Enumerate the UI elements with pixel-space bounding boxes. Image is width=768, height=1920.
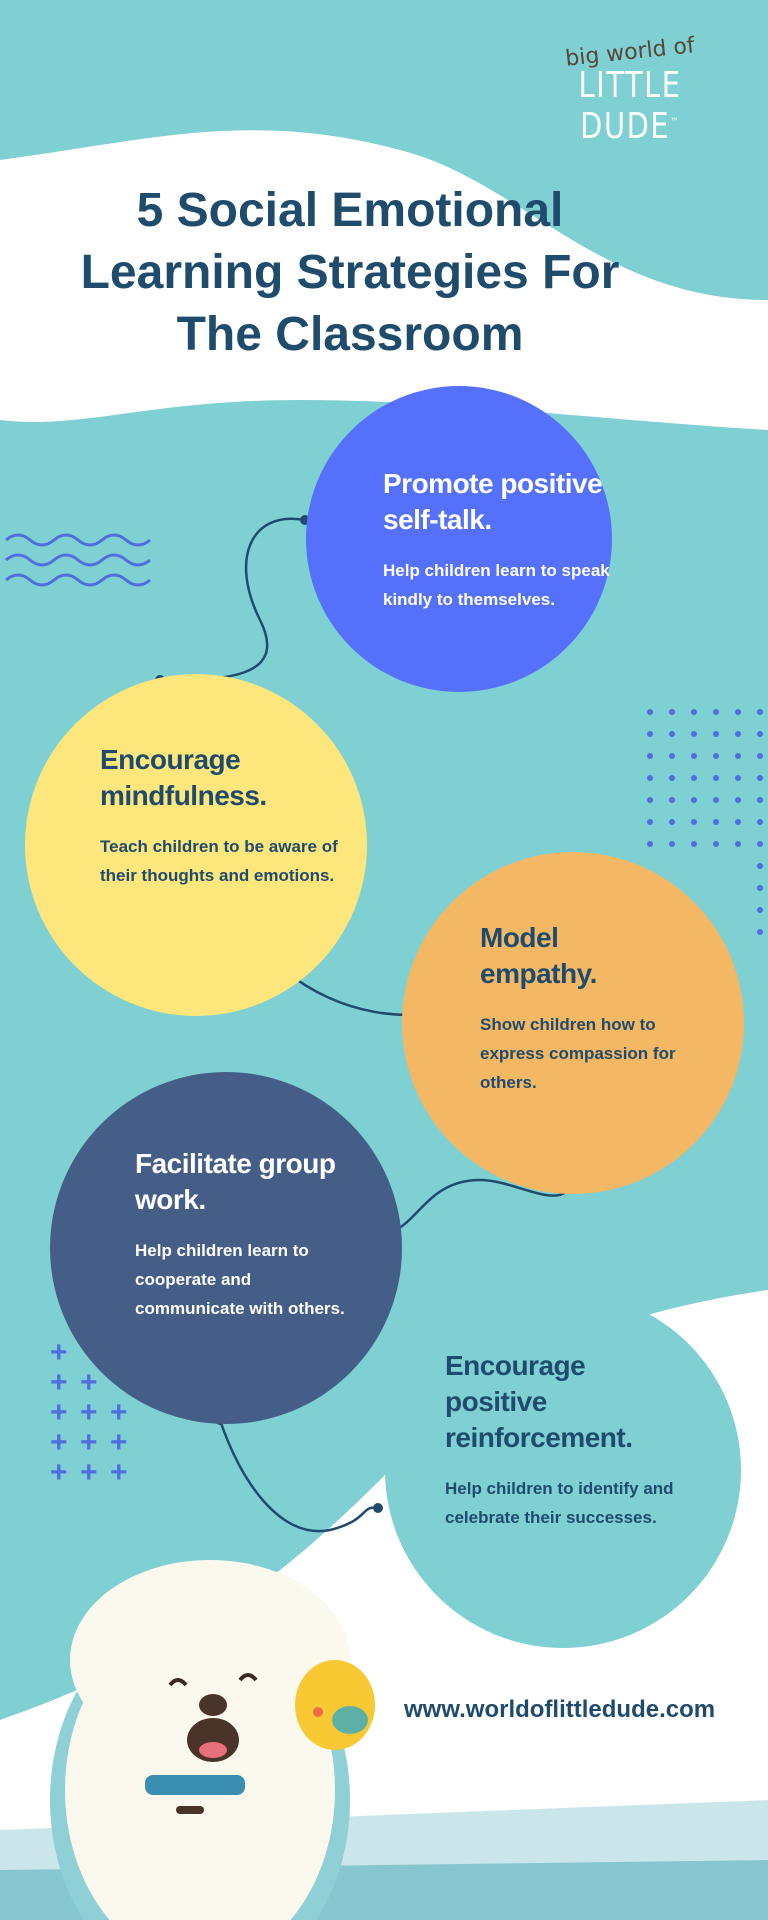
strategy-title: Encourage positive reinforcement. (445, 1350, 633, 1453)
dot (691, 797, 697, 803)
plus-sign: + (50, 1396, 68, 1429)
dot (713, 841, 719, 847)
plus-sign: + (110, 1396, 128, 1429)
dot (713, 753, 719, 759)
plus-sign: + (80, 1426, 98, 1459)
plus-sign: + (80, 1366, 98, 1399)
dot (669, 731, 675, 737)
logo-name-text: LITTLE DUDE (578, 65, 682, 147)
dot (647, 819, 653, 825)
dot (647, 753, 653, 759)
dot (757, 885, 763, 891)
plus-sign: + (50, 1456, 68, 1489)
strategy-mindfulness: Encourage mindfulness. Teach children to… (100, 742, 340, 890)
dot (735, 775, 741, 781)
dot (713, 775, 719, 781)
plus-grid-decoration: ++++++++++++ (50, 1336, 128, 1489)
dot (691, 753, 697, 759)
circle-mindfulness (25, 674, 367, 1016)
dot (735, 709, 741, 715)
dot (735, 841, 741, 847)
strategy-group-work: Facilitate group work. Help children lea… (135, 1146, 365, 1323)
plus-sign: + (50, 1336, 68, 1369)
plus-sign: + (50, 1426, 68, 1459)
strategy-reinforcement: Encourage positive reinforcement. Help c… (445, 1348, 675, 1532)
strategy-title: Model empathy. (480, 922, 597, 989)
dot (757, 907, 763, 913)
dot (713, 819, 719, 825)
dot (735, 753, 741, 759)
website-link[interactable]: www.worldoflittledude.com (404, 1696, 716, 1723)
dot (757, 753, 763, 759)
dot (691, 841, 697, 847)
circle-reinforcement (385, 1292, 741, 1648)
brand-logo: big world of LITTLE DUDE™ (520, 33, 740, 147)
strategy-title: Facilitate group work. (135, 1148, 336, 1215)
dot (669, 709, 675, 715)
strategy-self-talk: Promote positive self-talk. Help childre… (383, 466, 613, 614)
dot (647, 775, 653, 781)
dot (757, 929, 763, 935)
strategy-title: Promote positive self-talk. (383, 468, 603, 535)
page-title: 5 Social Emotional Learning Strategies F… (80, 184, 620, 361)
dot (647, 797, 653, 803)
dot (713, 731, 719, 737)
dot (669, 797, 675, 803)
dot (647, 709, 653, 715)
strategy-text: Teach children to be aware of their thou… (100, 837, 338, 885)
dot (757, 819, 763, 825)
dot (669, 819, 675, 825)
logo-name: LITTLE DUDE™ (542, 65, 718, 147)
white-wave (0, 130, 768, 430)
strategy-text: Help children to identify and celebrate … (445, 1479, 674, 1527)
dot (757, 709, 763, 715)
dot (647, 731, 653, 737)
circle-group-work (50, 1072, 402, 1424)
dot (735, 819, 741, 825)
circle-self-talk (306, 386, 612, 692)
dot (735, 731, 741, 737)
strategy-text: Show children how to express compassion … (480, 1015, 676, 1092)
plus-sign: + (110, 1426, 128, 1459)
dog-illustration (50, 1560, 375, 1920)
dot (757, 775, 763, 781)
dot-grid-decoration (647, 709, 763, 935)
strategy-text: Help children learn to speak kindly to t… (383, 561, 610, 609)
dot (757, 863, 763, 869)
dot (735, 797, 741, 803)
dot (691, 775, 697, 781)
strategy-text: Help children learn to cooperate and com… (135, 1241, 345, 1318)
plus-sign: + (80, 1396, 98, 1429)
trademark: ™ (670, 117, 680, 128)
dot (669, 775, 675, 781)
dot (669, 753, 675, 759)
dot (713, 797, 719, 803)
dot (669, 841, 675, 847)
dot (691, 819, 697, 825)
plus-sign: + (80, 1456, 98, 1489)
dot (757, 797, 763, 803)
dot (647, 841, 653, 847)
dot (691, 709, 697, 715)
strategy-empathy: Model empathy. Show children how to expr… (480, 920, 680, 1097)
dot (713, 709, 719, 715)
wavy-lines-decoration (5, 533, 151, 587)
circle-empathy (402, 852, 744, 1194)
strategy-title: Encourage mindfulness. (100, 744, 267, 811)
dot (757, 731, 763, 737)
dot (757, 841, 763, 847)
dot (691, 731, 697, 737)
plus-sign: + (50, 1366, 68, 1399)
plus-sign: + (110, 1456, 128, 1489)
